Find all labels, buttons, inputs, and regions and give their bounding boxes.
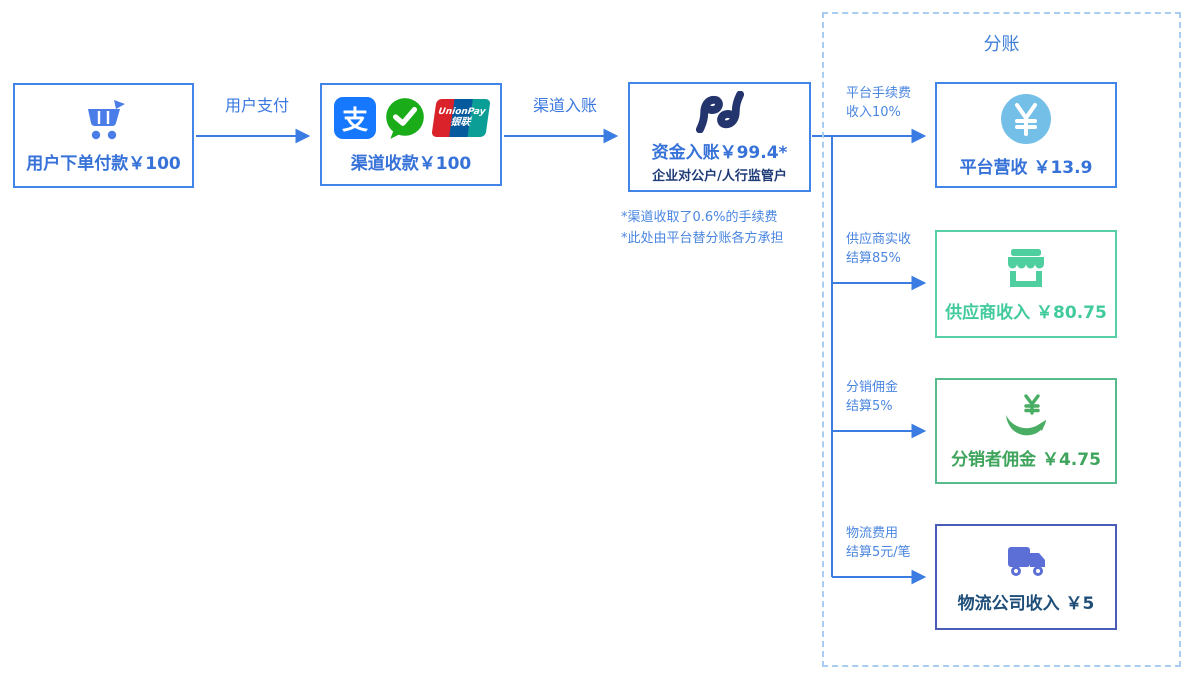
branch-label-logistics-fee: 物流费用 结算5元/笔 (846, 524, 911, 562)
unionpay-icon: UnionPay 银联 (431, 99, 491, 137)
footnote-line-1: *渠道收取了0.6%的手续费 (621, 210, 778, 225)
branch-supplier-line2: 结算85% (846, 251, 901, 266)
yuan-coin-icon (1001, 93, 1051, 144)
distributor-commission-label: 分销者佣金 ￥4.75 (951, 449, 1101, 470)
truck-icon (1008, 546, 1045, 576)
node-funds-entry: 资金入账￥99.4* 企业对公户/人行监管户 (628, 82, 811, 192)
split-section-title: 分账 (983, 34, 1020, 55)
branch-supplier-line1: 供应商实收 (846, 232, 912, 247)
hand-yuan-icon (1006, 393, 1046, 435)
branch-platform-line2: 收入10% (846, 105, 901, 120)
unionpay-text-cn: 银联 (449, 117, 472, 128)
footnotes: *渠道收取了0.6%的手续费 *此处由平台替分账各方承担 (621, 207, 784, 249)
branch-label-platform-fee: 平台手续费 收入10% (846, 84, 911, 122)
unionpay-text-en: UnionPay (437, 107, 487, 117)
branch-platform-line1: 平台手续费 (846, 86, 912, 101)
node-logistics-income: 物流公司收入 ￥5 (935, 524, 1117, 630)
edge-label-user-pay: 用户支付 (224, 96, 289, 115)
branch-label-supplier-settle: 供应商实收 结算85% (846, 230, 911, 268)
node-channel-collect: 支 UnionPay 银联 渠道收款￥100 (320, 83, 502, 186)
supplier-income-label: 供应商收入 ￥80.75 (945, 302, 1107, 323)
node-user-order: 用户下单付款￥100 (13, 83, 194, 188)
branch-distribution-line1: 分销佣金 (846, 380, 899, 395)
node-platform-revenue: 平台营收 ￥13.9 (935, 82, 1117, 188)
logistics-income-label: 物流公司收入 ￥5 (957, 593, 1095, 614)
platform-revenue-label: 平台营收 ￥13.9 (959, 157, 1093, 178)
alipay-icon: 支 (334, 97, 376, 139)
split-section-container (822, 12, 1181, 667)
node-supplier-income: 供应商收入 ￥80.75 (935, 230, 1117, 338)
channel-collect-label: 渠道收款￥100 (350, 154, 472, 174)
shopping-cart-icon (87, 100, 125, 140)
branch-logistics-line1: 物流费用 (846, 526, 899, 541)
wechat-pay-icon (386, 98, 424, 139)
footnote-line-2: *此处由平台替分账各方承担 (621, 231, 784, 246)
branch-label-distribution: 分销佣金 结算5% (846, 378, 898, 416)
storefront-icon (1008, 248, 1044, 287)
node-distributor-commission: 分销者佣金 ￥4.75 (935, 378, 1117, 484)
payment-channel-icons: 支 UnionPay 银联 (334, 95, 491, 141)
funds-entry-label: 资金入账￥99.4* (651, 142, 788, 163)
branch-logistics-line2: 结算5元/笔 (846, 545, 911, 560)
pingpp-logo-icon (695, 90, 744, 133)
user-order-label: 用户下单付款￥100 (26, 154, 181, 174)
funds-entry-sublabel: 企业对公户/人行监管户 (652, 168, 787, 184)
edge-label-channel-in: 渠道入账 (532, 96, 597, 115)
branch-distribution-line2: 结算5% (846, 399, 893, 414)
